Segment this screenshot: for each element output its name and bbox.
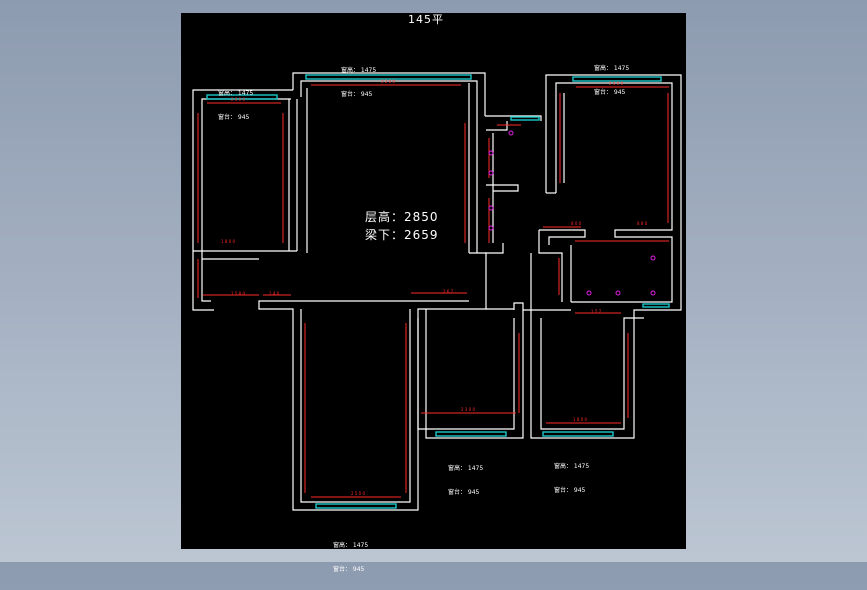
window-sill-text: 窗台： 945 [448, 489, 480, 496]
window-sill-text: 窗台： 945 [341, 91, 373, 98]
window-label-bottom: 窗高： 1475 窗台： 945 [333, 526, 368, 590]
floor-plan: 2 2 0 0 2 6 0 0 1 8 0 0 1 5 8 0 1 4 0 2 … [192, 72, 682, 511]
dim-text: 2 4 0 0 [609, 81, 623, 86]
window-label-top-left: 窗高： 1475 窗台： 945 [218, 74, 253, 138]
wall-mid-b [486, 184, 519, 192]
wall-br-outer [530, 309, 644, 439]
windows [206, 74, 670, 509]
window-height-text: 窗高： 1475 [554, 463, 590, 470]
window-right-low [642, 303, 670, 308]
socket-marker [508, 130, 514, 136]
wall-left-bedroom-outer [192, 89, 293, 311]
floor-height-label: 层高：2850 [365, 210, 439, 224]
window-sill-text: 窗台： 945 [218, 114, 250, 121]
dim-text: 2 3 0 0 [461, 407, 475, 412]
window-height-text: 窗高： 1475 [341, 67, 377, 74]
window-label-top-right: 窗高： 1475 窗台： 945 [594, 49, 629, 113]
wall-br-inner [540, 317, 644, 430]
socket-marker [488, 225, 494, 231]
window-sill-text: 窗台： 945 [333, 566, 365, 573]
window-left-bedroom [206, 94, 278, 100]
dim-text: 8 8 0 [637, 221, 648, 226]
dim-text: 8 0 0 [571, 221, 582, 226]
wall-right-bed-inner [555, 82, 673, 303]
dim-text: 2 6 0 0 [231, 97, 245, 102]
dim-text: 1 5 7 [591, 309, 602, 314]
window-sill-text: 窗台： 945 [554, 487, 586, 494]
wall-right-low-b [530, 253, 571, 311]
dim-text: 1 4 0 [269, 291, 280, 296]
wall-living-top-outer [292, 72, 486, 116]
window-height-text: 窗高： 1475 [594, 65, 630, 72]
socket-marker [615, 290, 621, 296]
walls [192, 72, 682, 511]
dim-text: 2 6 7 [443, 289, 454, 294]
dimensions [197, 84, 669, 498]
window-sill-text: 窗台： 945 [594, 89, 626, 96]
window-height-text: 窗高： 1475 [218, 90, 254, 97]
wall-mid-top [485, 115, 542, 121]
window-label-top-center: 窗高： 1475 窗台： 945 [341, 51, 376, 115]
wall-bc-inner [417, 318, 515, 430]
dim-text: 1 5 8 0 [231, 291, 245, 296]
drawing-canvas: 2 2 0 0 2 6 0 0 1 8 0 0 1 5 8 0 1 4 0 2 … [181, 13, 686, 573]
window-living-top [305, 74, 472, 80]
wall-dining-in [300, 309, 411, 503]
window-height-text: 窗高： 1475 [448, 465, 484, 472]
window-height-text: 窗高： 1475 [333, 542, 369, 549]
window-right-bedroom [572, 76, 662, 82]
socket-marker [650, 255, 656, 261]
socket-marker [586, 290, 592, 296]
wall-right-low-a [538, 230, 563, 302]
dimension-ticks: 2 2 0 0 2 6 0 0 1 8 0 0 1 5 8 0 1 4 0 2 … [221, 79, 648, 496]
dim-text: 1 8 0 0 [221, 239, 235, 244]
wall-living-top-inner [300, 80, 478, 116]
window-label-mid-right: 窗高： 1475 窗台： 945 [554, 447, 589, 511]
window-bottom [315, 503, 397, 509]
socket-marker [488, 205, 494, 211]
socket-marker [488, 150, 494, 156]
wall-bc-outer [425, 309, 531, 439]
window-bc [435, 431, 507, 437]
dim-text: 2 5 0 0 [351, 491, 365, 496]
wall-living-right-low [258, 252, 487, 511]
wall-mid-d [485, 243, 504, 254]
window-label-mid-center: 窗高： 1475 窗台： 945 [448, 449, 483, 513]
wall-mid-a [486, 121, 508, 131]
beam-height-label: 梁下：2659 [365, 228, 439, 242]
wall-right-bed-outer [545, 74, 682, 311]
socket-marker [488, 170, 494, 176]
dim-text: 2 2 0 0 [381, 79, 395, 84]
wall-bc-pillar [513, 302, 524, 310]
window-mid-bath [510, 116, 540, 121]
wall-right-closet [539, 229, 586, 245]
drawing-title: 145平 [408, 13, 444, 26]
window-br [542, 431, 614, 437]
dim-text: 1 8 0 0 [573, 417, 587, 422]
socket-marker [650, 290, 656, 296]
sockets [488, 130, 656, 296]
